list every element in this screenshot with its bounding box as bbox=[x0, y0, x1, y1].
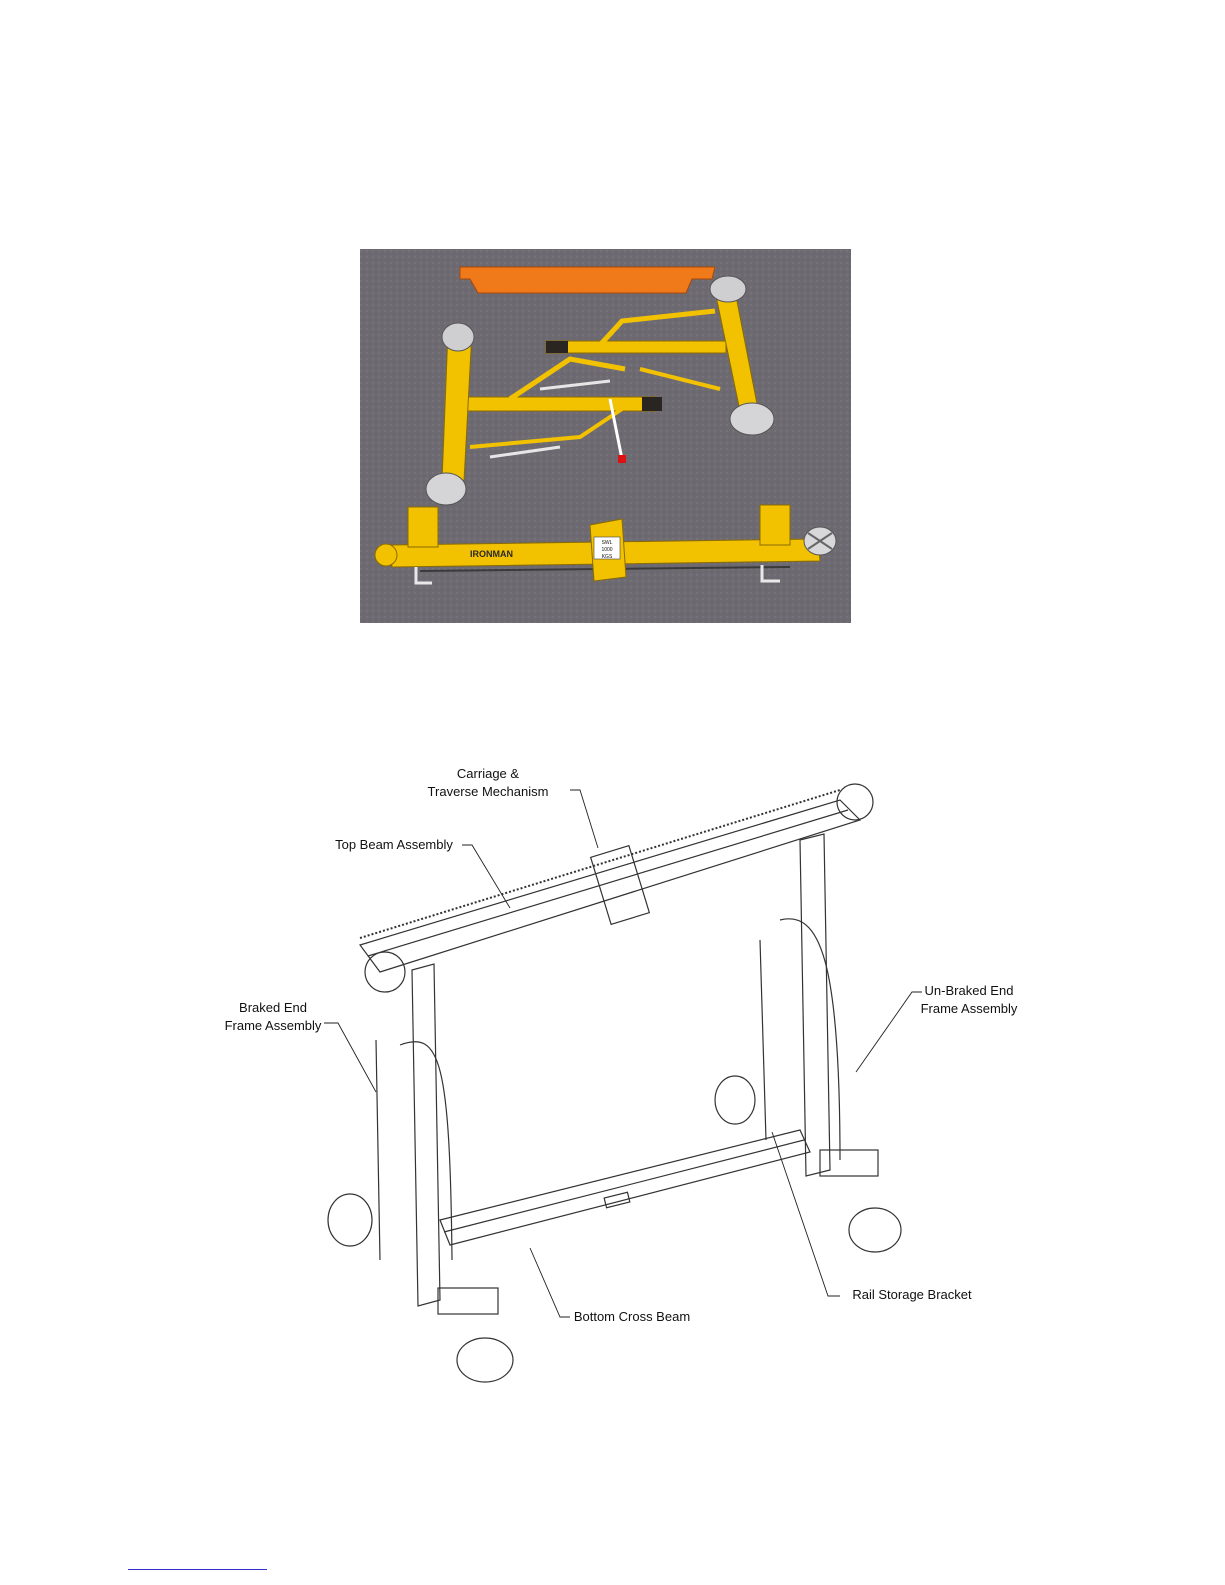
gantry-photo: SWL 1000 KGS IRONMAN bbox=[360, 249, 851, 623]
callout-braked-end-frame: Braked End Frame Assembly bbox=[212, 999, 334, 1035]
braked-end-frame-drawing bbox=[328, 964, 513, 1382]
ironman-beam-label: IRONMAN bbox=[470, 549, 513, 559]
orange-top-beam bbox=[460, 267, 715, 293]
right-frame-leg-end bbox=[546, 341, 568, 353]
swl-plate-line-3: KGS bbox=[602, 554, 613, 560]
unbraked-end-frame-drawing bbox=[715, 834, 901, 1252]
bottom-cross-beam-drawing bbox=[440, 1130, 810, 1245]
left-frame-leg-end bbox=[642, 397, 662, 411]
callout-carriage-traverse: Carriage & Traverse Mechanism bbox=[418, 765, 558, 801]
footer-link[interactable] bbox=[128, 1556, 267, 1570]
swl-plate-line-1: SWL bbox=[602, 540, 613, 546]
callout-rail-storage-bracket: Rail Storage Bracket bbox=[842, 1286, 982, 1304]
callout-top-beam-assembly: Top Beam Assembly bbox=[326, 836, 462, 854]
top-beam-drawing bbox=[360, 784, 873, 992]
callout-bottom-cross-beam: Bottom Cross Beam bbox=[566, 1308, 698, 1326]
swl-plate-line-2: 1000 bbox=[601, 547, 612, 553]
brake-handwheel bbox=[804, 527, 836, 555]
callout-unbraked-end-frame: Un-Braked End Frame Assembly bbox=[902, 982, 1036, 1018]
swl-plate: SWL 1000 KGS bbox=[590, 519, 626, 581]
footer-link-underline bbox=[128, 1569, 267, 1570]
